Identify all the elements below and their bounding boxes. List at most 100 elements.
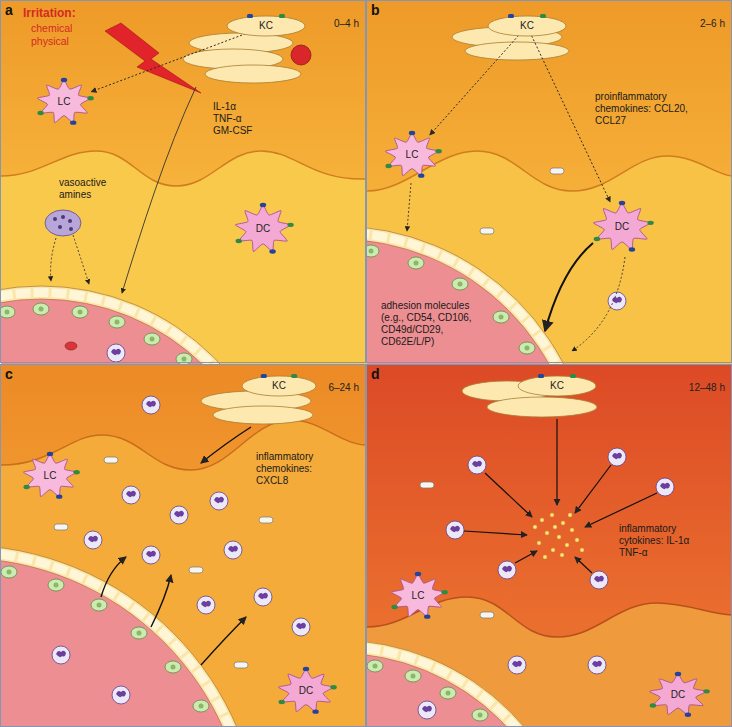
- dendritic-cell: DC: [589, 199, 655, 255]
- lymphocyte: [480, 228, 494, 234]
- neutrophil: [142, 396, 160, 414]
- neutrophil: [498, 561, 516, 579]
- release-arrow: [556, 419, 557, 505]
- cytokine-label: inflammatory cytokines: IL-1α TNF-α: [619, 523, 714, 559]
- granule: [53, 217, 57, 221]
- receptor: [570, 374, 576, 378]
- blood-cell: [367, 245, 379, 257]
- label-box: inflammatory cytokines: IL-1α TNF-α: [619, 523, 714, 559]
- endothelium: [367, 233, 586, 365]
- irritation-type: physical: [31, 35, 69, 47]
- epidermis: [367, 1, 732, 364]
- chemotaxis-arrow: [201, 617, 246, 665]
- keratinocyte-cell: KC: [226, 15, 306, 37]
- keratinocyte-body: [518, 376, 596, 396]
- receptor: [87, 96, 93, 100]
- neutrophil: [588, 656, 606, 674]
- lymphocyte: [189, 567, 203, 573]
- neutrophil: [292, 618, 310, 636]
- release-arrow: [585, 493, 657, 527]
- panel-letter: c: [1, 365, 365, 382]
- cytokine: [545, 531, 549, 535]
- label-box: IL-1α TNF-α GM-CSF: [213, 101, 257, 137]
- receptor: [61, 78, 67, 82]
- neutrophil: [142, 546, 160, 564]
- damaged-keratinocyte: [291, 45, 311, 65]
- vessel-wall: [367, 640, 582, 727]
- blood-cell: [440, 687, 456, 699]
- panel-letter: b: [367, 1, 731, 18]
- cytokine: [540, 518, 544, 522]
- lymphocyte: [104, 457, 118, 463]
- label-box: physical: [31, 35, 69, 47]
- neutrophil: [122, 486, 140, 504]
- lymphocyte: [54, 524, 68, 530]
- time-label: 12–48 h: [367, 382, 731, 394]
- signal-connector: [91, 34, 245, 92]
- blood-cell: [193, 700, 209, 712]
- panel-d-art: [92, 365, 732, 727]
- neutrophil: [224, 541, 242, 559]
- chemotaxis-arrow: [101, 557, 126, 597]
- blood-cell: [72, 306, 88, 318]
- label-box: inflammatory chemokines: CXCL8: [256, 451, 346, 487]
- vessel-lumen: [367, 239, 579, 364]
- irritation-bolt: [105, 23, 201, 93]
- vessel-wall: [1, 545, 261, 727]
- blood-cell: [48, 579, 64, 591]
- cell-label: KC: [550, 380, 564, 392]
- irritation-title: Irritation:: [23, 7, 76, 19]
- chemotaxis-arrow: [201, 427, 251, 463]
- cytokine: [580, 548, 584, 552]
- cytokine-arrow: [122, 87, 196, 293]
- neutrophil: [112, 686, 130, 704]
- blood-cell: [519, 342, 535, 354]
- receptor: [330, 685, 336, 689]
- receptor: [279, 700, 285, 704]
- blood-cell: [91, 599, 107, 611]
- neutrophil: [52, 646, 70, 664]
- keratinocyte-cell: KC: [487, 15, 567, 37]
- neutrophil: [210, 492, 228, 510]
- migration-arrow: [407, 183, 411, 231]
- keratinocyte: [205, 65, 301, 83]
- cell-body: [23, 454, 76, 497]
- dendritic-cell: DC: [231, 201, 295, 257]
- neutrophil: [656, 478, 674, 496]
- cytokine: [550, 513, 554, 517]
- vessel-lumen: [1, 299, 273, 364]
- cytokine: [543, 555, 547, 559]
- lymphocyte: [480, 612, 494, 618]
- mast-cell: [45, 210, 81, 236]
- panel-c-art: [0, 365, 367, 727]
- cell-label: KC: [259, 20, 273, 32]
- receptor: [269, 249, 275, 253]
- receptor: [385, 164, 391, 168]
- receptor: [236, 239, 242, 243]
- lymphocyte: [234, 662, 248, 668]
- langerhans-cell: LC: [381, 129, 443, 181]
- cell-body: [391, 574, 444, 617]
- cell-label: DC: [671, 689, 685, 701]
- receptor: [594, 237, 600, 241]
- granule: [68, 219, 72, 223]
- cell-body: [235, 205, 290, 252]
- amine-arrow: [73, 235, 89, 284]
- receptor: [685, 713, 691, 717]
- basement-membrane: [1, 420, 367, 470]
- blood-cell: [165, 661, 181, 673]
- migration-arrow: [572, 257, 625, 351]
- cell-label: KC: [272, 380, 286, 392]
- vessel-lumen: [367, 653, 569, 727]
- receptor: [312, 709, 318, 713]
- blood-cell: [472, 709, 488, 721]
- label-box: vasoactive amines: [59, 177, 121, 201]
- neutrophil: [608, 448, 626, 466]
- receptor: [415, 572, 421, 576]
- cell-label: DC: [615, 221, 629, 233]
- keratinocyte-cell: KC: [517, 375, 597, 397]
- label-box: adhesion molecules (e.g., CD54, CD106, C…: [379, 299, 489, 349]
- label-box: chemical: [31, 22, 72, 34]
- keratinocyte-body: [488, 16, 566, 36]
- receptor: [23, 485, 29, 489]
